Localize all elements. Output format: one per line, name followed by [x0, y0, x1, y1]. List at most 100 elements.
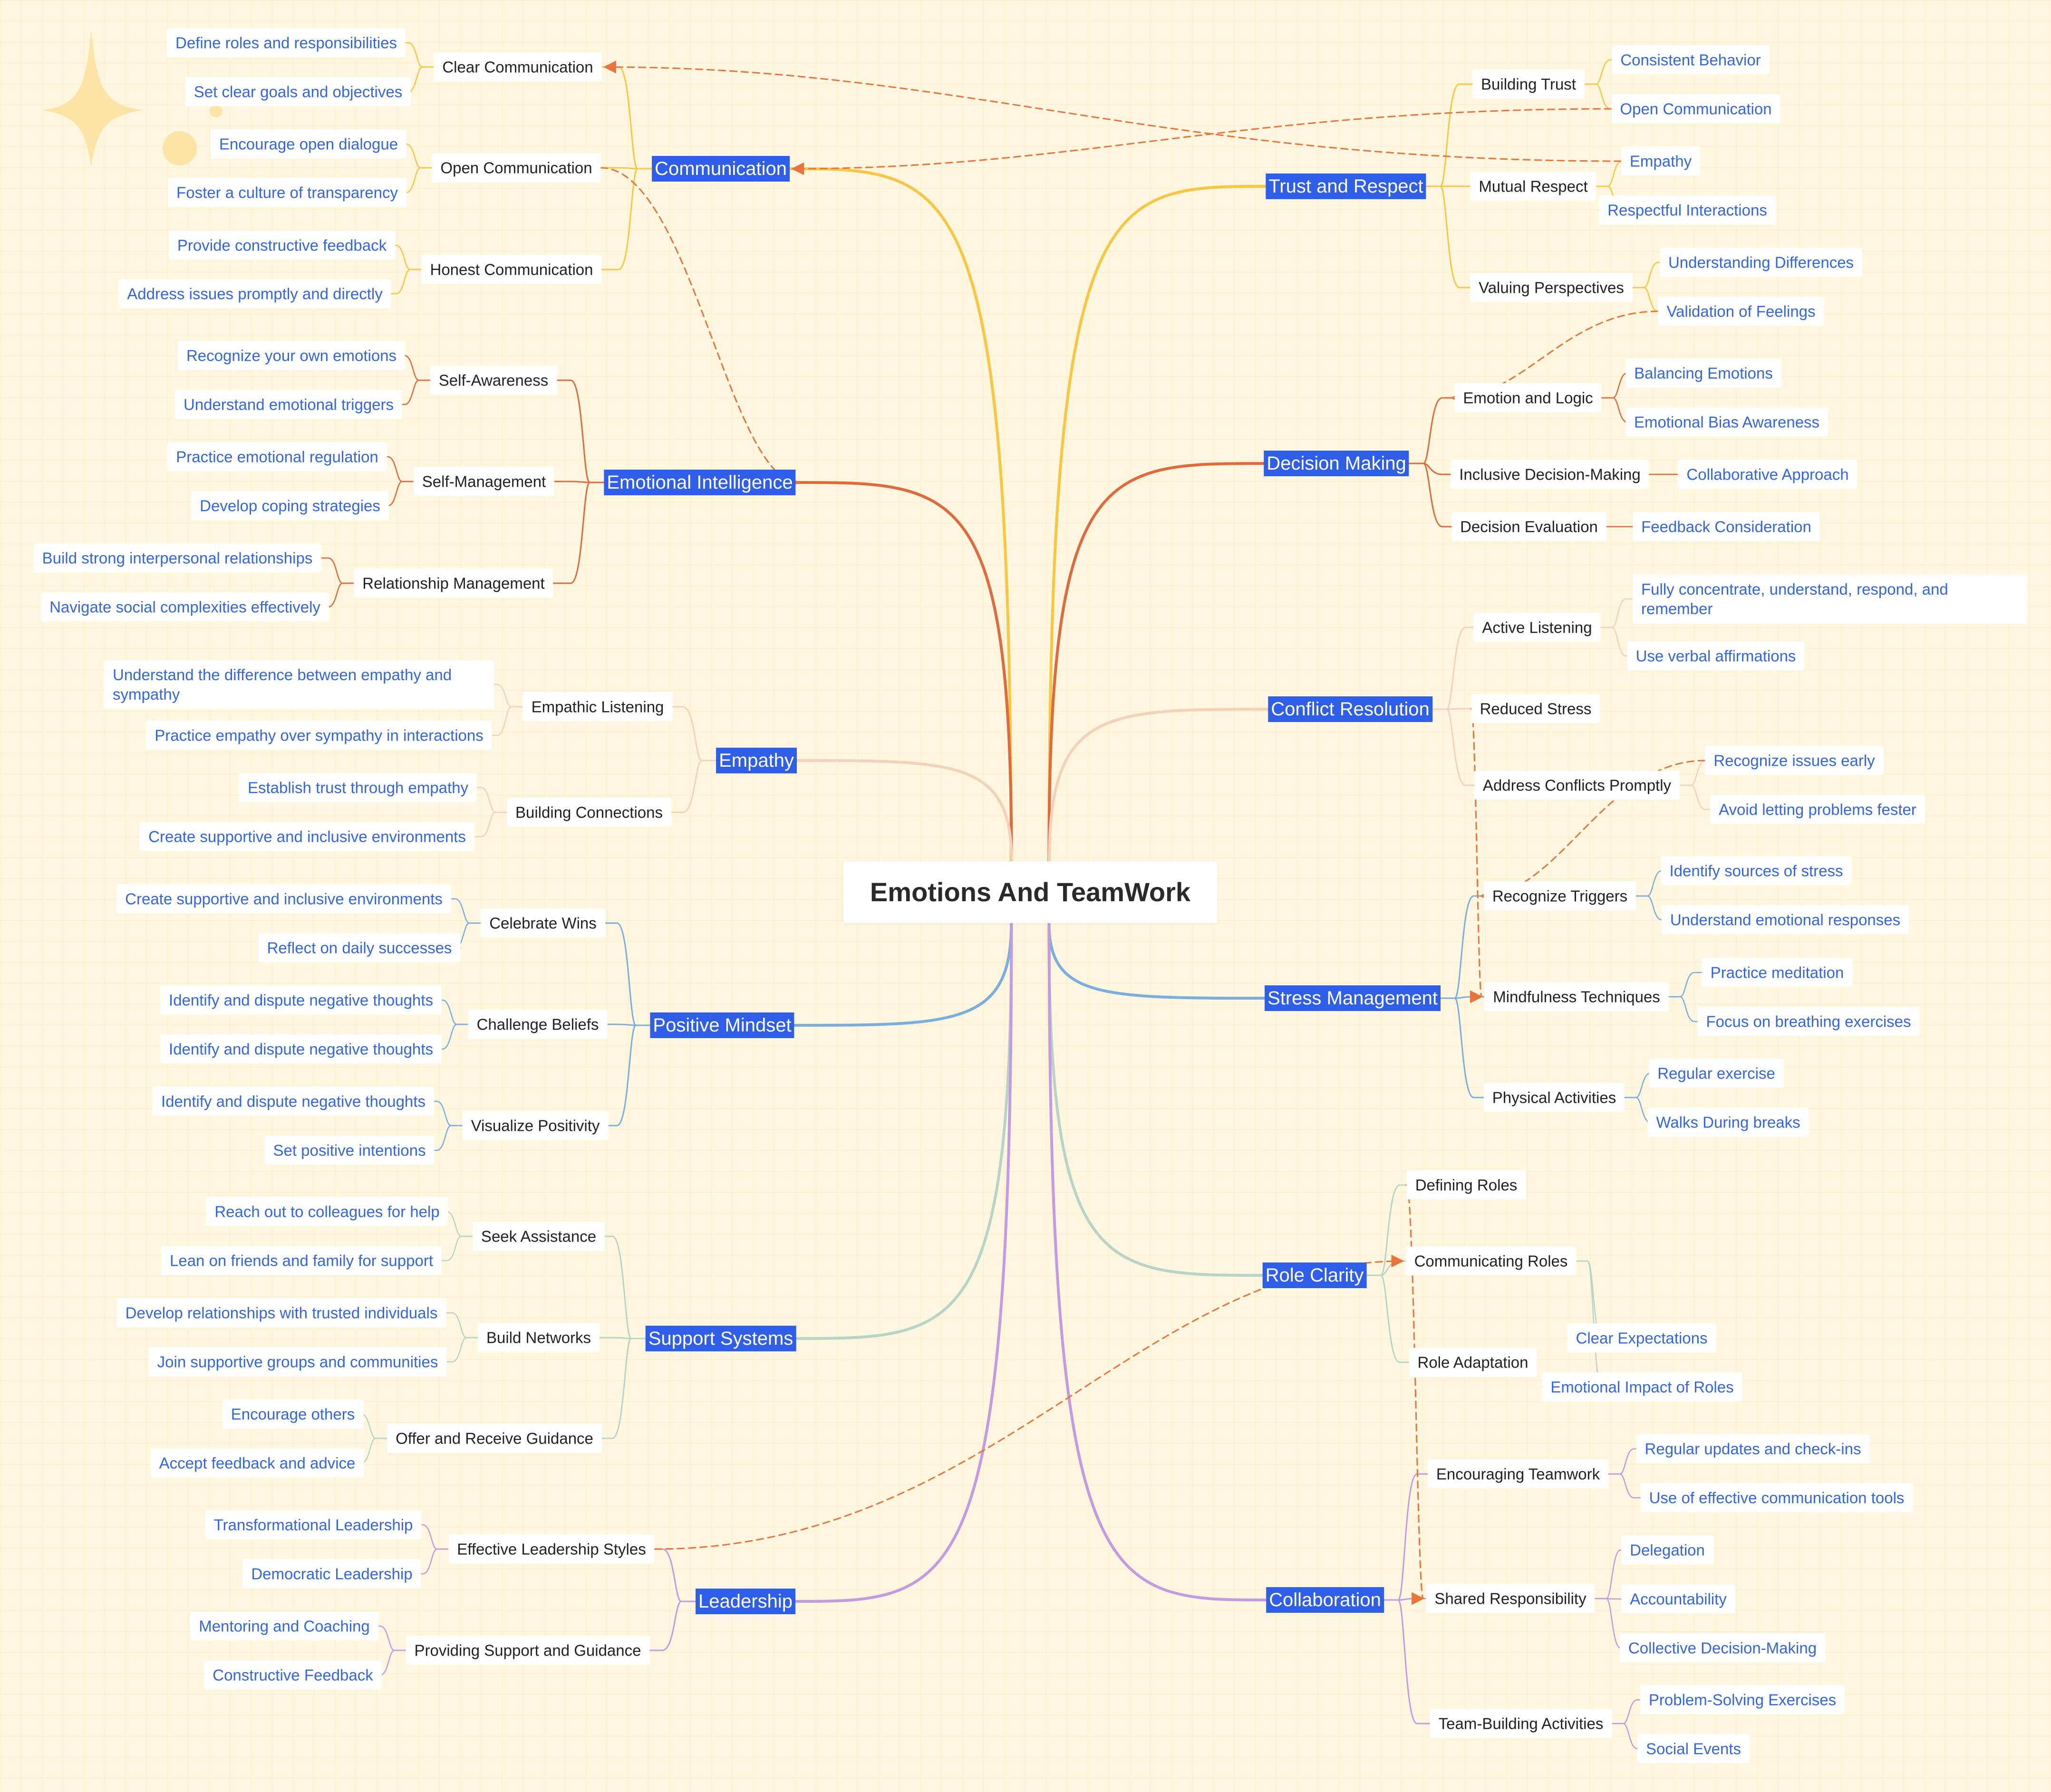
- leaf-social-events[interactable]: Social Events: [1637, 1734, 1750, 1763]
- leaf-balancing-emotions[interactable]: Balancing Emotions: [1625, 358, 1781, 388]
- subtopic-clear-communication[interactable]: Clear Communication: [434, 52, 602, 82]
- leaf-collective-decision-making[interactable]: Collective Decision-Making: [1619, 1633, 1826, 1663]
- leaf-build-strong-interpersonal-relationships[interactable]: Build strong interpersonal relationships: [33, 543, 321, 573]
- subtopic-providing-support-and-guidance[interactable]: Providing Support and Guidance: [406, 1636, 650, 1665]
- branch-role-clarity[interactable]: Role Clarity: [1262, 1262, 1367, 1288]
- subtopic-open-communication[interactable]: Open Communication: [432, 153, 601, 183]
- central-topic[interactable]: Emotions And TeamWork: [843, 861, 1218, 923]
- leaf-recognize-issues-early[interactable]: Recognize issues early: [1705, 746, 1884, 775]
- leaf-delegation[interactable]: Delegation: [1621, 1535, 1713, 1565]
- subtopic-building-connections[interactable]: Building Connections: [506, 798, 672, 827]
- leaf-walks-during-breaks[interactable]: Walks During breaks: [1647, 1108, 1809, 1137]
- leaf-identify-and-dispute-negative-thoughts[interactable]: Identify and dispute negative thoughts: [160, 985, 442, 1015]
- branch-communication[interactable]: Communication: [652, 156, 790, 182]
- subtopic-self-awareness[interactable]: Self-Awareness: [430, 366, 557, 395]
- subtopic-effective-leadership-styles[interactable]: Effective Leadership Styles: [448, 1534, 655, 1564]
- leaf-create-supportive-and-inclusive-environments[interactable]: Create supportive and inclusive environm…: [116, 884, 451, 914]
- leaf-practice-empathy-over-sympathy-in-interactions[interactable]: Practice empathy over sympathy in intera…: [146, 721, 492, 750]
- leaf-encourage-others[interactable]: Encourage others: [222, 1399, 364, 1429]
- leaf-consistent-behavior[interactable]: Consistent Behavior: [1612, 45, 1770, 75]
- leaf-provide-constructive-feedback[interactable]: Provide constructive feedback: [168, 231, 396, 260]
- leaf-emotional-bias-awareness[interactable]: Emotional Bias Awareness: [1625, 407, 1828, 437]
- branch-support-systems[interactable]: Support Systems: [645, 1326, 796, 1351]
- subtopic-shared-responsibility[interactable]: Shared Responsibility: [1426, 1584, 1595, 1613]
- leaf-develop-coping-strategies[interactable]: Develop coping strategies: [191, 491, 389, 520]
- subtopic-active-listening[interactable]: Active Listening: [1473, 613, 1601, 642]
- leaf-mentoring-and-coaching[interactable]: Mentoring and Coaching: [190, 1611, 378, 1641]
- leaf-clear-expectations[interactable]: Clear Expectations: [1567, 1323, 1716, 1353]
- subtopic-challenge-beliefs[interactable]: Challenge Beliefs: [468, 1010, 608, 1039]
- subtopic-mindfulness-techniques[interactable]: Mindfulness Techniques: [1484, 982, 1669, 1012]
- leaf-navigate-social-complexities-effectively[interactable]: Navigate social complexities effectively: [41, 592, 329, 622]
- subtopic-physical-activities[interactable]: Physical Activities: [1483, 1083, 1625, 1112]
- subtopic-honest-communication[interactable]: Honest Communication: [421, 255, 602, 284]
- leaf-fully-concentrate-understand-respond-and-remember[interactable]: Fully concentrate, understand, respond, …: [1633, 574, 2027, 624]
- leaf-reflect-on-daily-successes[interactable]: Reflect on daily successes: [258, 933, 461, 963]
- subtopic-offer-and-receive-guidance[interactable]: Offer and Receive Guidance: [387, 1424, 602, 1453]
- subtopic-visualize-positivity[interactable]: Visualize Positivity: [462, 1111, 609, 1140]
- subtopic-inclusive-decision-making[interactable]: Inclusive Decision-Making: [1451, 460, 1649, 489]
- subtopic-address-conflicts-promptly[interactable]: Address Conflicts Promptly: [1474, 771, 1680, 800]
- leaf-reach-out-to-colleagues-for-help[interactable]: Reach out to colleagues for help: [206, 1197, 448, 1226]
- branch-empathy[interactable]: Empathy: [716, 748, 797, 773]
- branch-trust-and-respect[interactable]: Trust and Respect: [1266, 173, 1426, 199]
- leaf-constructive-feedback[interactable]: Constructive Feedback: [204, 1660, 382, 1690]
- leaf-feedback-consideration[interactable]: Feedback Consideration: [1633, 512, 1820, 541]
- leaf-validation-of-feelings[interactable]: Validation of Feelings: [1658, 297, 1824, 326]
- leaf-collaborative-approach[interactable]: Collaborative Approach: [1678, 460, 1858, 489]
- leaf-accountability[interactable]: Accountability: [1621, 1584, 1735, 1614]
- leaf-emotional-impact-of-roles[interactable]: Emotional Impact of Roles: [1542, 1372, 1742, 1402]
- leaf-understand-emotional-responses[interactable]: Understand emotional responses: [1661, 905, 1909, 935]
- leaf-create-supportive-and-inclusive-environments[interactable]: Create supportive and inclusive environm…: [140, 822, 474, 851]
- leaf-use-of-effective-communication-tools[interactable]: Use of effective communication tools: [1640, 1483, 1913, 1513]
- branch-decision-making[interactable]: Decision Making: [1264, 451, 1409, 476]
- leaf-understand-emotional-triggers[interactable]: Understand emotional triggers: [174, 390, 403, 419]
- leaf-use-verbal-affirmations[interactable]: Use verbal affirmations: [1627, 641, 1805, 671]
- leaf-open-communication[interactable]: Open Communication: [1611, 94, 1780, 124]
- leaf-democratic-leadership[interactable]: Democratic Leadership: [242, 1559, 421, 1589]
- leaf-accept-feedback-and-advice[interactable]: Accept feedback and advice: [150, 1448, 364, 1478]
- leaf-regular-updates-and-check-ins[interactable]: Regular updates and check-ins: [1636, 1434, 1870, 1464]
- subtopic-role-adaptation[interactable]: Role Adaptation: [1409, 1348, 1537, 1377]
- leaf-understanding-differences[interactable]: Understanding Differences: [1659, 248, 1863, 277]
- leaf-join-supportive-groups-and-communities[interactable]: Join supportive groups and communities: [148, 1347, 447, 1377]
- subtopic-empathic-listening[interactable]: Empathic Listening: [522, 692, 673, 722]
- subtopic-recognize-triggers[interactable]: Recognize Triggers: [1483, 881, 1636, 911]
- leaf-set-positive-intentions[interactable]: Set positive intentions: [264, 1136, 435, 1165]
- leaf-practice-meditation[interactable]: Practice meditation: [1702, 958, 1853, 987]
- leaf-develop-relationships-with-trusted-individuals[interactable]: Develop relationships with trusted indiv…: [116, 1298, 446, 1328]
- leaf-address-issues-promptly-and-directly[interactable]: Address issues promptly and directly: [118, 279, 391, 308]
- leaf-understand-the-difference-between-empathy-and-sympathy[interactable]: Understand the difference between empath…: [104, 660, 494, 709]
- leaf-lean-on-friends-and-family-for-support[interactable]: Lean on friends and family for support: [161, 1246, 442, 1275]
- subtopic-decision-evaluation[interactable]: Decision Evaluation: [1451, 512, 1606, 541]
- subtopic-seek-assistance[interactable]: Seek Assistance: [472, 1222, 605, 1251]
- subtopic-valuing-perspectives[interactable]: Valuing Perspectives: [1470, 273, 1633, 302]
- leaf-avoid-letting-problems-fester[interactable]: Avoid letting problems fester: [1710, 795, 1925, 824]
- subtopic-self-management[interactable]: Self-Management: [413, 467, 555, 496]
- leaf-respectful-interactions[interactable]: Respectful Interactions: [1599, 195, 1776, 225]
- leaf-recognize-your-own-emotions[interactable]: Recognize your own emotions: [177, 341, 406, 370]
- leaf-identify-and-dispute-negative-thoughts[interactable]: Identify and dispute negative thoughts: [153, 1087, 434, 1116]
- leaf-problem-solving-exercises[interactable]: Problem-Solving Exercises: [1640, 1685, 1845, 1715]
- subtopic-build-networks[interactable]: Build Networks: [477, 1323, 600, 1352]
- subtopic-emotion-and-logic[interactable]: Emotion and Logic: [1454, 383, 1602, 413]
- branch-stress-management[interactable]: Stress Management: [1265, 985, 1441, 1011]
- subtopic-celebrate-wins[interactable]: Celebrate Wins: [481, 908, 605, 938]
- branch-leadership[interactable]: Leadership: [696, 1589, 795, 1614]
- subtopic-communicating-roles[interactable]: Communicating Roles: [1405, 1246, 1577, 1276]
- leaf-foster-a-culture-of-transparency[interactable]: Foster a culture of transparency: [168, 178, 406, 207]
- leaf-encourage-open-dialogue[interactable]: Encourage open dialogue: [210, 129, 407, 159]
- subtopic-relationship-management[interactable]: Relationship Management: [354, 568, 553, 598]
- branch-emotional-intelligence[interactable]: Emotional Intelligence: [604, 470, 796, 495]
- subtopic-team-building-activities[interactable]: Team-Building Activities: [1430, 1709, 1612, 1738]
- leaf-identify-and-dispute-negative-thoughts[interactable]: Identify and dispute negative thoughts: [160, 1034, 442, 1064]
- leaf-define-roles-and-responsibilities[interactable]: Define roles and responsibilities: [167, 28, 406, 58]
- leaf-empathy[interactable]: Empathy: [1621, 146, 1701, 176]
- leaf-practice-emotional-regulation[interactable]: Practice emotional regulation: [167, 442, 387, 472]
- branch-conflict-resolution[interactable]: Conflict Resolution: [1268, 696, 1432, 722]
- subtopic-defining-roles[interactable]: Defining Roles: [1406, 1170, 1526, 1200]
- subtopic-reduced-stress[interactable]: Reduced Stress: [1471, 694, 1600, 723]
- subtopic-building-trust[interactable]: Building Trust: [1472, 69, 1585, 99]
- leaf-set-clear-goals-and-objectives[interactable]: Set clear goals and objectives: [185, 77, 411, 106]
- subtopic-encouraging-teamwork[interactable]: Encouraging Teamwork: [1427, 1459, 1609, 1489]
